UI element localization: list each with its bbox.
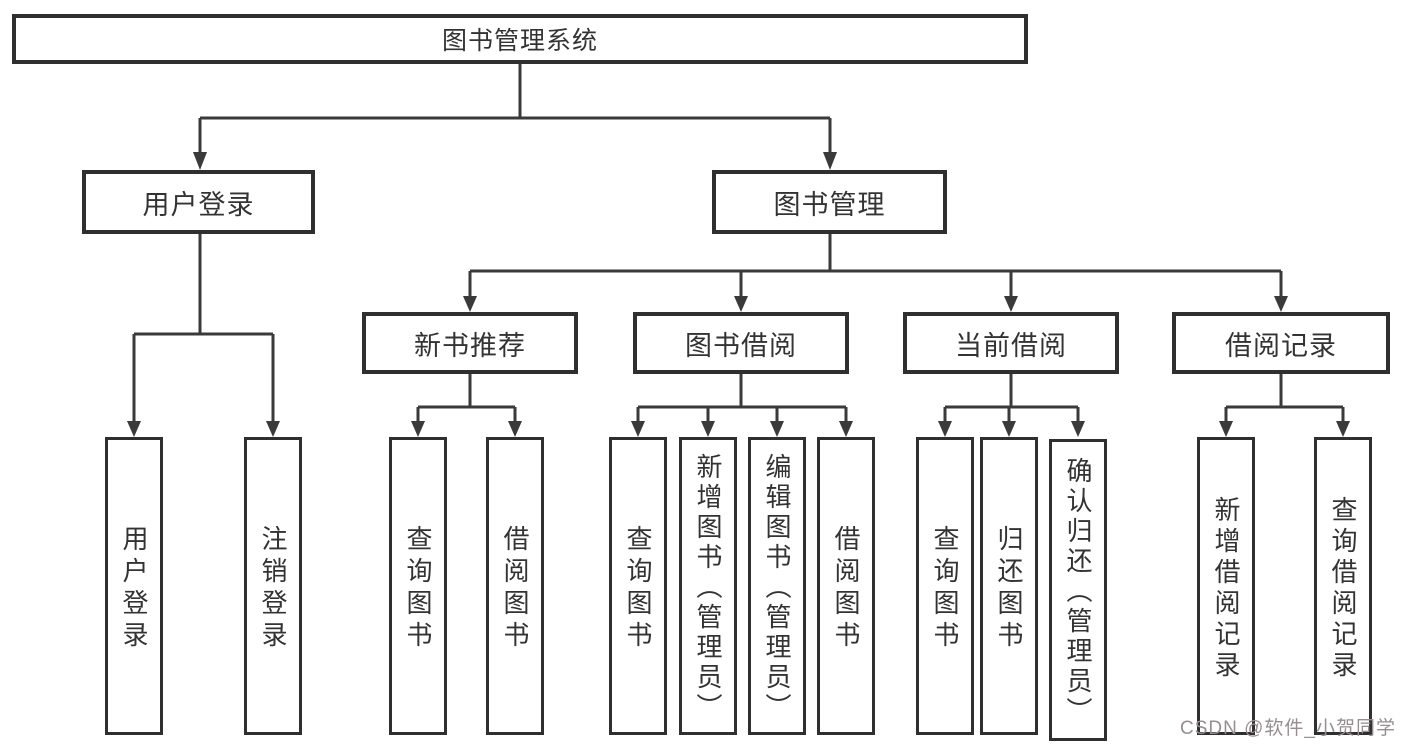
leaf-query-borrow-record-label: 查询借阅记录 <box>1328 495 1358 682</box>
node-current-borrow-label: 当前借阅 <box>955 330 1067 361</box>
node-current-borrow: 当前借阅 <box>903 312 1119 374</box>
leaf-user-login: 用户登录 <box>105 437 163 735</box>
leaf-borrow-books-borrow: 借阅图书 <box>817 437 875 735</box>
leaf-return-book-label: 归还图书 <box>994 525 1024 653</box>
leaf-add-book-admin-label: 新增图书（管理员） <box>693 453 723 723</box>
leaf-query-books-borrow: 查询图书 <box>609 437 667 735</box>
node-book-management: 图书管理 <box>712 170 947 234</box>
leaf-borrow-books-borrow-label: 借阅图书 <box>831 525 861 653</box>
node-book-borrow: 图书借阅 <box>633 312 849 374</box>
leaf-add-borrow-record-label: 新增借阅记录 <box>1211 495 1241 682</box>
leaf-edit-book-admin: 编辑图书（管理员） <box>748 437 806 735</box>
leaf-query-books-current: 查询图书 <box>916 437 974 735</box>
leaf-confirm-return-admin: 确认归还（管理员） <box>1049 439 1107 741</box>
leaf-add-borrow-record: 新增借阅记录 <box>1197 437 1255 735</box>
leaf-query-books-current-label: 查询图书 <box>930 525 960 653</box>
leaf-edit-book-admin-label: 编辑图书（管理员） <box>762 453 792 723</box>
leaf-logout: 注销登录 <box>244 437 302 735</box>
arrowheads <box>127 152 1350 437</box>
leaf-user-login-label: 用户登录 <box>119 525 149 653</box>
leaf-borrow-books-recommend: 借阅图书 <box>486 437 544 735</box>
node-book-management-label: 图书管理 <box>773 189 886 220</box>
leaf-query-books-recommend: 查询图书 <box>389 437 447 735</box>
node-root: 图书管理系统 <box>12 14 1028 64</box>
leaf-return-book: 归还图书 <box>980 437 1038 735</box>
leaf-query-books-borrow-label: 查询图书 <box>623 525 653 653</box>
leaf-query-books-recommend-label: 查询图书 <box>403 525 433 653</box>
node-root-label: 图书管理系统 <box>441 27 598 55</box>
leaf-confirm-return-admin-label: 确认归还（管理员） <box>1063 457 1093 727</box>
node-user-login: 用户登录 <box>82 170 315 234</box>
leaf-query-borrow-record: 查询借阅记录 <box>1314 437 1372 735</box>
leaf-logout-label: 注销登录 <box>258 525 288 653</box>
node-new-book-recommend: 新书推荐 <box>362 312 578 374</box>
node-borrow-records: 借阅记录 <box>1172 312 1390 374</box>
leaf-add-book-admin: 新增图书（管理员） <box>679 437 737 735</box>
watermark: CSDN @软件_小贺同学 <box>1180 718 1396 739</box>
leaf-borrow-books-recommend-label: 借阅图书 <box>500 525 530 653</box>
node-user-login-label: 用户登录 <box>142 189 255 220</box>
node-new-book-recommend-label: 新书推荐 <box>414 330 526 361</box>
node-borrow-records-label: 借阅记录 <box>1225 330 1337 361</box>
node-book-borrow-label: 图书借阅 <box>685 330 797 361</box>
